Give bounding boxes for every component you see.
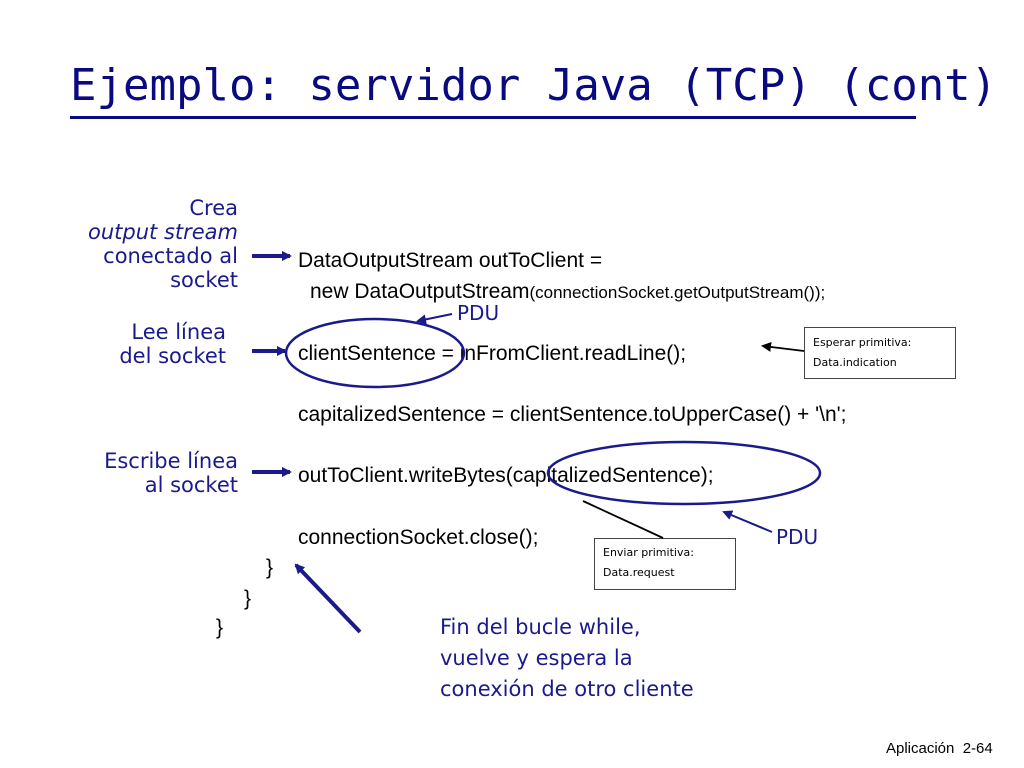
note-fin-line1: Fin del bucle while, (440, 615, 641, 639)
box-enviar-line2: Data.request (603, 566, 675, 579)
pdu-label-top: PDU (457, 301, 500, 325)
arrow-esperar (761, 342, 805, 352)
code-line-2b: (connectionSocket.getOutputStream()); (529, 283, 826, 302)
note-escribe: Escribe línea al socket (60, 449, 238, 497)
note-crea-line4: socket (170, 268, 238, 292)
arrow-enviar (582, 500, 664, 539)
ellipse-clientsentence (284, 317, 466, 389)
arrow-pdu-bottom (722, 510, 773, 533)
closing-brace-1: } (266, 556, 274, 579)
box-enviar-primitiva: Enviar primitiva: Data.request (594, 538, 736, 590)
note-lee: Lee línea del socket (60, 320, 226, 368)
footer-label: Aplicación (886, 740, 955, 757)
note-escribe-line2: al socket (144, 473, 238, 497)
ellipse-capitalizedsentence (546, 440, 822, 506)
note-crea: Crea output stream conectado al socket (60, 196, 238, 292)
note-fin-bucle: Fin del bucle while, vuelve y espera la … (440, 612, 694, 705)
footer: Aplicación 2-64 (886, 740, 993, 757)
code-line-2a: new DataOutputStream (310, 280, 530, 303)
note-escribe-line1: Escribe línea (104, 449, 238, 473)
box-esperar-primitiva: Esperar primitiva: Data.indication (804, 327, 956, 379)
slide-title: Ejemplo: servidor Java (TCP) (cont) (70, 60, 998, 111)
note-fin-line3: conexión de otro cliente (440, 677, 694, 701)
box-esperar-line1: Esperar primitiva: (813, 336, 912, 349)
closing-brace-3: } (216, 616, 224, 639)
note-crea-line3: conectado al (103, 244, 238, 268)
pdu-label-bottom: PDU (776, 525, 819, 549)
box-enviar-line1: Enviar primitiva: (603, 546, 694, 559)
title-underline (70, 116, 916, 119)
note-lee-line1: Lee línea (131, 320, 226, 344)
note-fin-line2: vuelve y espera la (440, 646, 633, 670)
note-lee-line2: del socket (119, 344, 226, 368)
code-line-6: connectionSocket.close(); (298, 526, 539, 549)
code-line-5: outToClient.writeBytes(capitalizedSenten… (298, 464, 714, 487)
footer-page: 2-64 (962, 740, 993, 757)
code-line-2: new DataOutputStream(connectionSocket.ge… (310, 280, 825, 305)
code-line-3: clientSentence = inFromClient.readLine()… (298, 342, 687, 365)
code-line-4: capitalizedSentence = clientSentence.toU… (298, 403, 847, 426)
arrow-pdu-top (416, 313, 453, 325)
code-line-1: DataOutputStream outToClient = (298, 249, 603, 272)
arrow-fin-bucle (294, 563, 362, 634)
closing-brace-2: } (244, 587, 252, 610)
box-esperar-line2: Data.indication (813, 356, 897, 369)
note-crea-line1: Crea (189, 196, 238, 220)
note-crea-line2: output stream (88, 220, 238, 244)
